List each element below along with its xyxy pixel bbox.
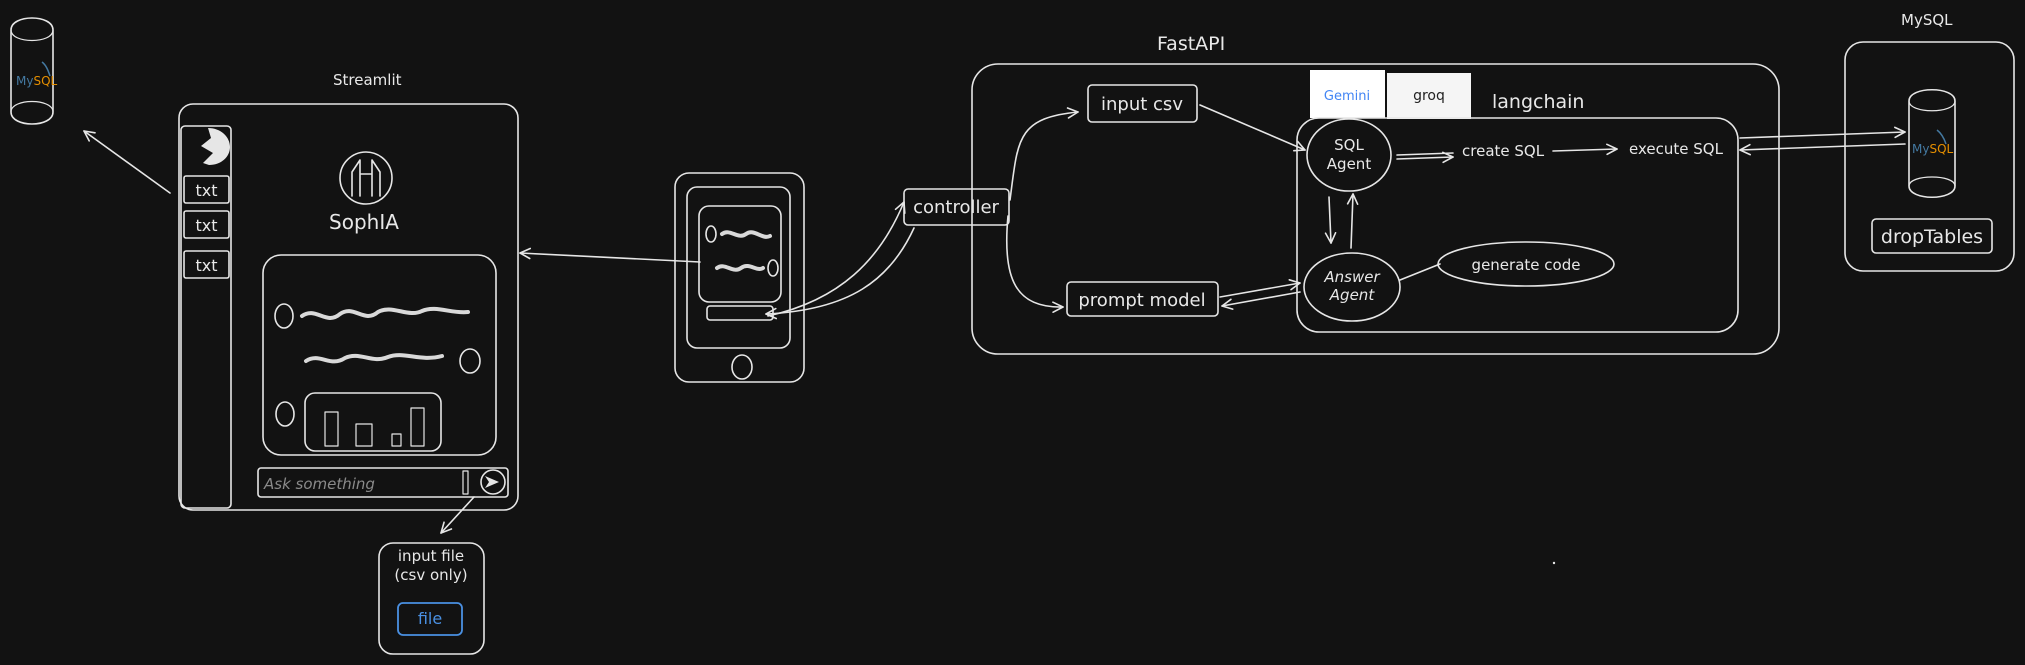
mysql-logo-icon: MySQL xyxy=(1912,129,1954,156)
answer-agent-node: Answer Agent xyxy=(1303,252,1401,322)
mysql-logo-icon: MySQL xyxy=(16,61,58,88)
langchain-container xyxy=(1296,117,1739,333)
arrow-input-csv-to-sql-agent xyxy=(1199,104,1306,152)
arrow-prompt-model-to-answer-agent xyxy=(1219,278,1301,298)
streamlit-window xyxy=(178,103,519,511)
app-name: SophIA xyxy=(329,210,399,234)
create-sql-label: create SQL xyxy=(1462,142,1545,160)
sidebar-item-2[interactable]: txt xyxy=(183,210,230,239)
langchain-label: langchain xyxy=(1492,91,1584,113)
prompt-model-box: prompt model xyxy=(1066,281,1219,317)
arrow-chat-to-upload xyxy=(440,496,475,534)
mysql-db-right: MySQL xyxy=(1908,89,1956,198)
groq-logo-text: groq xyxy=(1413,88,1445,104)
arrow-controller-to-input-csv xyxy=(1009,107,1079,201)
sql-agent-line1: SQL xyxy=(1334,136,1364,154)
mysql-title: MySQL xyxy=(1901,11,1953,29)
mysql-container xyxy=(1844,41,2015,272)
arrow-mysql-to-execute-sql xyxy=(1739,143,1906,156)
sidebar-item-label: txt xyxy=(195,216,217,235)
answer-agent-line1: Answer xyxy=(1323,268,1380,286)
streamlit-title: Streamlit xyxy=(333,71,402,89)
arrow-answer-agent-to-prompt-model xyxy=(1221,291,1301,310)
file-button[interactable]: file xyxy=(397,602,463,636)
chat-input-placeholder: Ask something xyxy=(263,475,375,493)
sophia-logo-icon xyxy=(339,151,393,205)
svg-text:MySQL: MySQL xyxy=(16,74,58,88)
groq-logo-icon: groq xyxy=(1387,73,1471,119)
arrow-controller-to-prompt-model xyxy=(1005,215,1064,314)
chat-area xyxy=(262,254,497,456)
upload-panel: input file (csv only) file xyxy=(378,542,485,655)
execute-sql-label: execute SQL xyxy=(1629,140,1724,158)
gemini-logo-icon: Gemini xyxy=(1310,70,1385,118)
chat-input[interactable]: Ask something xyxy=(257,467,509,498)
sidebar-item-3[interactable]: txt xyxy=(183,250,230,279)
arrow-phone-to-controller xyxy=(767,201,906,317)
arrow-sql-agent-to-create-sql xyxy=(1396,153,1453,159)
generate-code-node: generate code xyxy=(1437,241,1615,287)
fastapi-container xyxy=(971,63,1780,355)
arrow-execute-sql-to-mysql xyxy=(1739,126,1906,139)
gemini-logo-text: Gemini xyxy=(1324,89,1370,104)
sidebar-item-label: txt xyxy=(195,256,217,275)
phone-icon xyxy=(674,172,805,383)
sidebar-item-label: txt xyxy=(195,181,217,200)
answer-agent-line2: Agent xyxy=(1329,286,1376,304)
arrow-sql-agent-to-answer-agent xyxy=(1324,196,1337,244)
arrow-streamlit-to-mysql xyxy=(83,130,171,194)
upload-title-line2: (csv only) xyxy=(394,566,467,584)
chat-message-2 xyxy=(304,348,481,374)
fastapi-title: FastAPI xyxy=(1157,33,1225,55)
stray-dot xyxy=(1552,561,1556,565)
sql-agent-node: SQL Agent xyxy=(1306,118,1392,192)
prompt-model-label: prompt model xyxy=(1078,290,1205,311)
arrow-phone-to-streamlit xyxy=(519,247,701,263)
mysql-db-top-left: MySQL xyxy=(10,17,58,125)
upload-title-line1: input file xyxy=(398,547,464,565)
arrow-create-sql-to-execute-sql xyxy=(1552,143,1618,156)
generate-code-label: generate code xyxy=(1472,256,1581,274)
file-button-label: file xyxy=(418,609,442,628)
link-answer-agent-generate-code xyxy=(1399,263,1441,281)
streamlit-logo-icon xyxy=(201,128,230,165)
send-icon[interactable] xyxy=(480,469,506,495)
drop-tables-label: dropTables xyxy=(1881,226,1983,248)
sidebar-item-1[interactable]: txt xyxy=(183,175,230,204)
controller-box: controller xyxy=(903,188,1010,226)
input-csv-label: input csv xyxy=(1101,94,1183,115)
chat-message-chart xyxy=(275,392,442,452)
arrow-answer-agent-to-sql-agent xyxy=(1346,193,1359,249)
arrow-controller-to-phone xyxy=(765,227,915,320)
sql-agent-line2: Agent xyxy=(1327,155,1372,173)
input-csv-box: input csv xyxy=(1087,84,1198,123)
controller-label: controller xyxy=(913,197,999,218)
svg-text:MySQL: MySQL xyxy=(1912,142,1954,156)
drop-tables-box: dropTables xyxy=(1871,218,1993,254)
chat-message-1 xyxy=(274,303,470,329)
streamlit-sidebar xyxy=(180,125,232,509)
